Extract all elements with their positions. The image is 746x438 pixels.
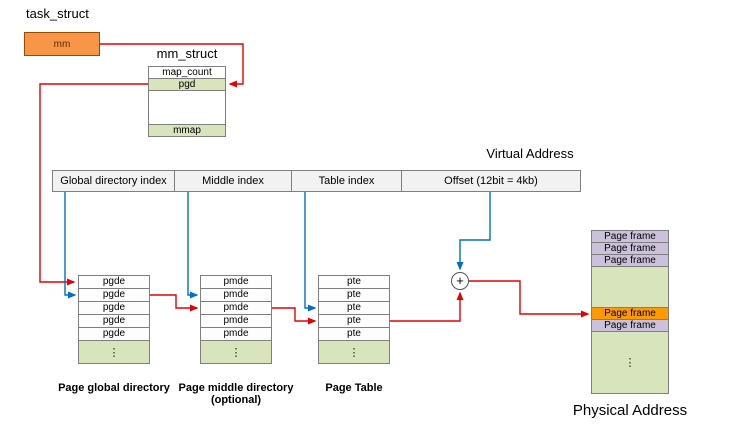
arrow-table-index-to-pte [304, 192, 317, 312]
pgd-row: pgde [78, 314, 150, 328]
mm-box: mm [24, 32, 100, 56]
physical-free-zone-top [591, 266, 669, 308]
field-offset: Offset (12bit = 4kb) [401, 170, 581, 192]
pmd-table: pmde pmde pmde pmde pmde ⋮ [200, 275, 272, 364]
task-struct-title: task_struct [26, 6, 89, 21]
field-global-directory-index: Global directory index [52, 170, 175, 192]
pgd-caption: Page global directory [58, 382, 170, 394]
pmd-row: pmde [200, 301, 272, 315]
physical-ellipsis-zone: ⋮ [591, 331, 669, 394]
plus-adder-circle: + [451, 272, 469, 290]
pte-table: pte pte pte pte pte ⋮ [318, 275, 390, 364]
physical-address-caption: Physical Address [572, 402, 688, 419]
pmd-ellipsis-zone: ⋮ [200, 340, 272, 364]
field-middle-index: Middle index [174, 170, 292, 192]
pmd-row: pmde [200, 327, 272, 341]
pgd-ellipsis-zone: ⋮ [78, 340, 150, 364]
pgd-table: pgde pgde pgde pgde pgde ⋮ [78, 275, 150, 364]
pmd-caption: Page middle directory (optional) [176, 382, 296, 406]
arrow-global-index-to-pgd [64, 192, 77, 299]
pgd-row: pgde [78, 275, 150, 289]
mm-struct-row-mmap: mmap [148, 124, 226, 137]
pte-row: pte [318, 327, 390, 341]
arrow-adder-to-page-frame [469, 280, 590, 318]
physical-address-table: Page frame Page frame Page frame Page fr… [591, 230, 669, 394]
pte-row: pte [318, 301, 390, 315]
mm-struct-row-empty [148, 90, 226, 125]
pgd-row: pgde [78, 288, 150, 302]
arrow-offset-to-adder [456, 192, 491, 271]
field-table-index: Table index [291, 170, 402, 192]
pgd-row: pgde [78, 301, 150, 315]
pmd-row: pmde [200, 275, 272, 289]
pte-row: pte [318, 314, 390, 328]
pmd-caption-line1: Page middle directory [178, 382, 294, 394]
virtual-address-title: Virtual Address [486, 146, 574, 161]
mm-struct-title: mm_struct [156, 46, 218, 61]
mm-box-label: mm [53, 38, 71, 50]
arrow-middle-index-to-pmd [187, 192, 199, 299]
mm-struct-table: map_count pgd mmap [148, 66, 226, 137]
pte-row: pte [318, 288, 390, 302]
pmd-row: pmde [200, 314, 272, 328]
pte-ellipsis-zone: ⋮ [318, 340, 390, 364]
pmd-row: pmde [200, 288, 272, 302]
arrow-pte-to-adder [390, 291, 464, 322]
pgd-row: pgde [78, 327, 150, 341]
arrow-pmde-to-pte-table [272, 307, 317, 325]
arrow-pgde-to-pmd-table [150, 294, 199, 312]
pte-row: pte [318, 275, 390, 289]
pte-caption: Page Table [325, 382, 383, 394]
pmd-caption-line2: (optional) [210, 394, 262, 406]
